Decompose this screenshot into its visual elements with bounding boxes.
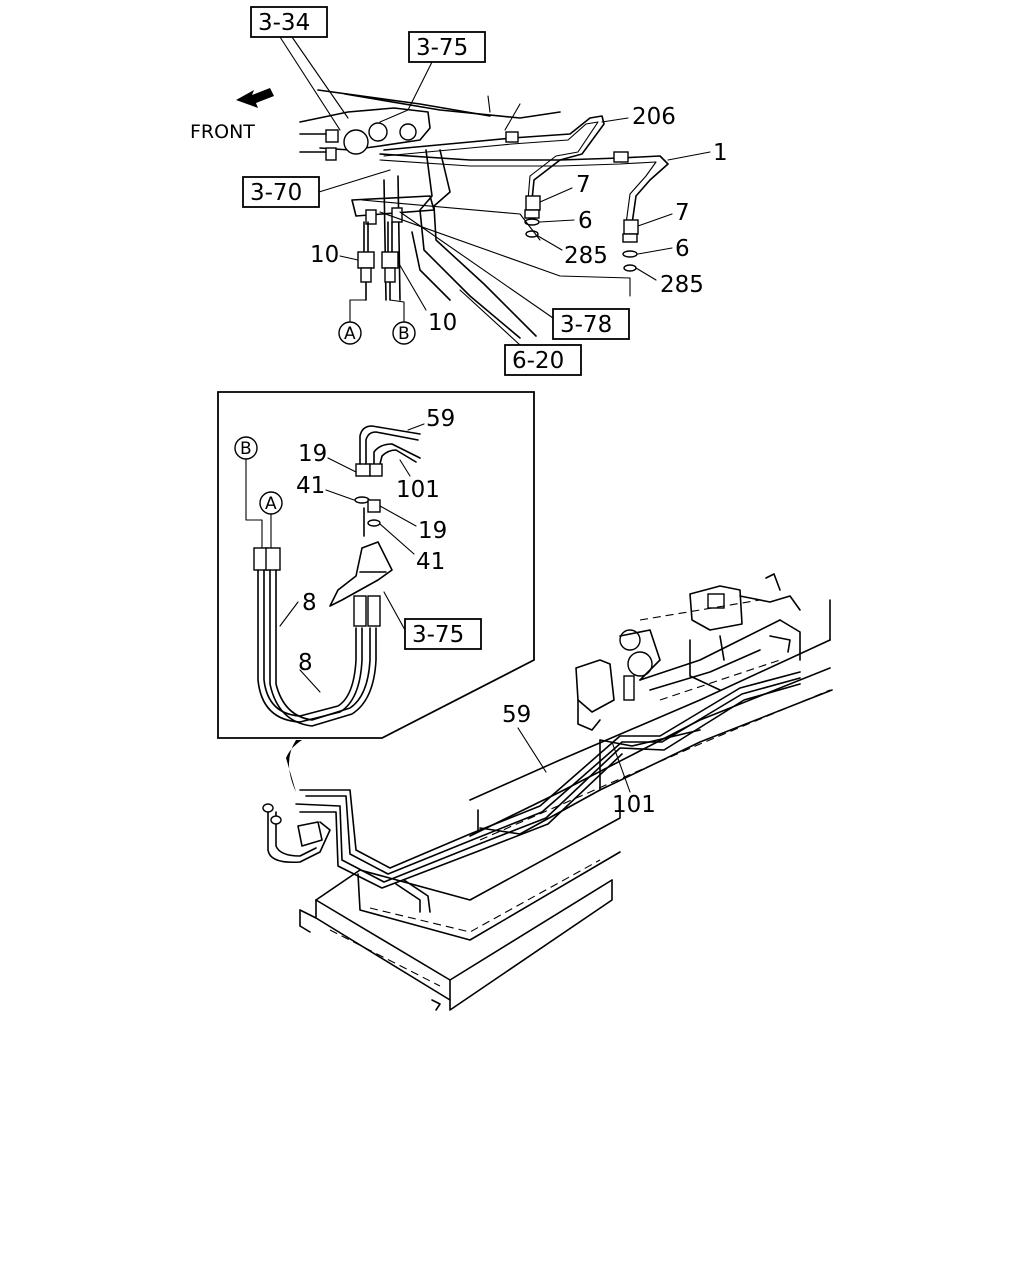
label-8b: 8 [298, 650, 313, 676]
chassis-frame: 59 101 [262, 573, 833, 1011]
fitting-10-right [381, 221, 405, 323]
frame-valve-assembly [575, 573, 801, 731]
hoses-8 [253, 547, 381, 727]
label-101-frame: 101 [612, 792, 656, 818]
ref-box-6-20 [504, 344, 582, 376]
label-10b: 10 [428, 310, 457, 336]
valve-bracket [299, 89, 561, 339]
label-7b: 7 [675, 200, 690, 226]
circle-a-top-letter: A [344, 324, 356, 344]
label-285a: 285 [564, 243, 608, 269]
label-59-frame: 59 [502, 702, 531, 728]
pipe-59-frame [299, 671, 801, 869]
fitting-stack-right [622, 219, 639, 272]
ref-label-6-20: 6-20 [512, 348, 564, 374]
label-101-inset: 101 [396, 477, 440, 503]
circle-a-inset-letter: A [265, 494, 277, 514]
label-1: 1 [713, 140, 728, 166]
detail-pointer-arrow [286, 740, 302, 792]
label-41b: 41 [416, 549, 445, 575]
ref-box-3-78 [552, 308, 630, 340]
label-19b: 19 [418, 518, 447, 544]
ref-label-3-78: 3-78 [560, 312, 612, 338]
pipe-101-frame [295, 683, 801, 883]
label-59-inset: 59 [426, 406, 455, 432]
inset-detail: B A 59 [217, 391, 535, 792]
label-41a: 41 [296, 473, 325, 499]
ref-label-3-75-top: 3-75 [416, 35, 468, 61]
label-285b: 285 [660, 272, 704, 298]
label-19a: 19 [298, 441, 327, 467]
ref-box-3-75-top [408, 31, 486, 63]
top-assembly: FRONT [190, 6, 728, 376]
fitting-stack-left [524, 195, 541, 238]
circle-b-top [392, 321, 416, 345]
circle-b-top-letter: B [398, 324, 410, 344]
front-arrow-icon [236, 88, 274, 108]
pipe-101-inset [373, 443, 421, 465]
inset-frame [217, 391, 535, 739]
label-206: 206 [632, 104, 676, 130]
ref-label-3-34: 3-34 [258, 10, 310, 36]
pipe-59-inset [359, 425, 421, 465]
ref-box-3-75-inset [404, 618, 482, 650]
ref-label-3-75-inset: 3-75 [412, 622, 464, 648]
circle-b-inset-letter: B [240, 439, 252, 459]
fitting-10-left [349, 221, 375, 323]
label-10a: 10 [310, 242, 339, 268]
label-8a: 8 [302, 590, 317, 616]
ref-label-3-70: 3-70 [250, 180, 302, 206]
pipe-1 [379, 153, 669, 225]
pipe-206 [383, 115, 605, 201]
label-6b: 6 [675, 236, 690, 262]
circle-a-top [338, 321, 362, 345]
front-label: FRONT [190, 121, 255, 143]
label-7a: 7 [576, 172, 591, 198]
ref-box-3-34 [250, 6, 328, 38]
label-6a: 6 [578, 208, 593, 234]
ref-box-3-70 [242, 176, 320, 208]
